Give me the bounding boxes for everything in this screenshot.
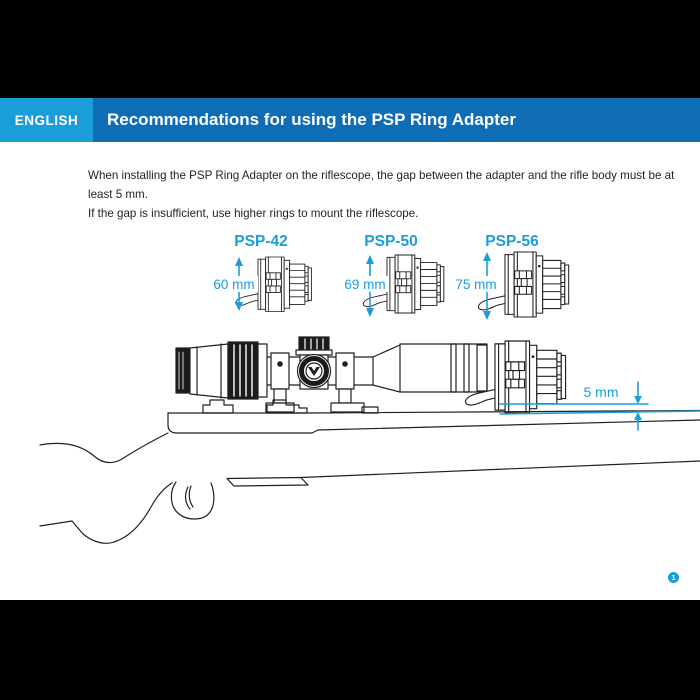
language-label: ENGLISH [0, 98, 93, 142]
top-black-bar [0, 0, 700, 98]
intro-line-2: If the gap is insufficient, use higher r… [88, 207, 419, 220]
riflescope-illustration [175, 336, 488, 413]
dimension-psp-56 [452, 252, 500, 320]
adapter-height-psp-56: 75 mm [455, 277, 496, 292]
header-banner: ENGLISH Recommendations for using the PS… [0, 98, 700, 142]
rifle-illustration [39, 399, 700, 544]
intro-line-1: When installing the PSP Ring Adapter on … [88, 169, 675, 201]
adapter-label-psp-42: PSP-42 [234, 233, 287, 250]
adapter-height-psp-50: 69 mm [344, 277, 385, 292]
page-title: Recommendations for using the PSP Ring A… [93, 98, 700, 142]
dimension-psp-42 [210, 257, 258, 311]
gap-dimension [499, 381, 700, 431]
adapter-height-psp-42: 60 mm [213, 277, 254, 292]
bottom-black-bar [0, 600, 700, 700]
intro-paragraph: When installing the PSP Ring Adapter on … [88, 166, 700, 223]
gap-dimension-label: 5 mm [584, 384, 619, 400]
adapter-label-psp-50: PSP-50 [364, 233, 417, 250]
page-number-badge: 1 [668, 572, 679, 583]
dimension-psp-50 [341, 255, 389, 317]
adapter-label-psp-56: PSP-56 [485, 233, 539, 250]
